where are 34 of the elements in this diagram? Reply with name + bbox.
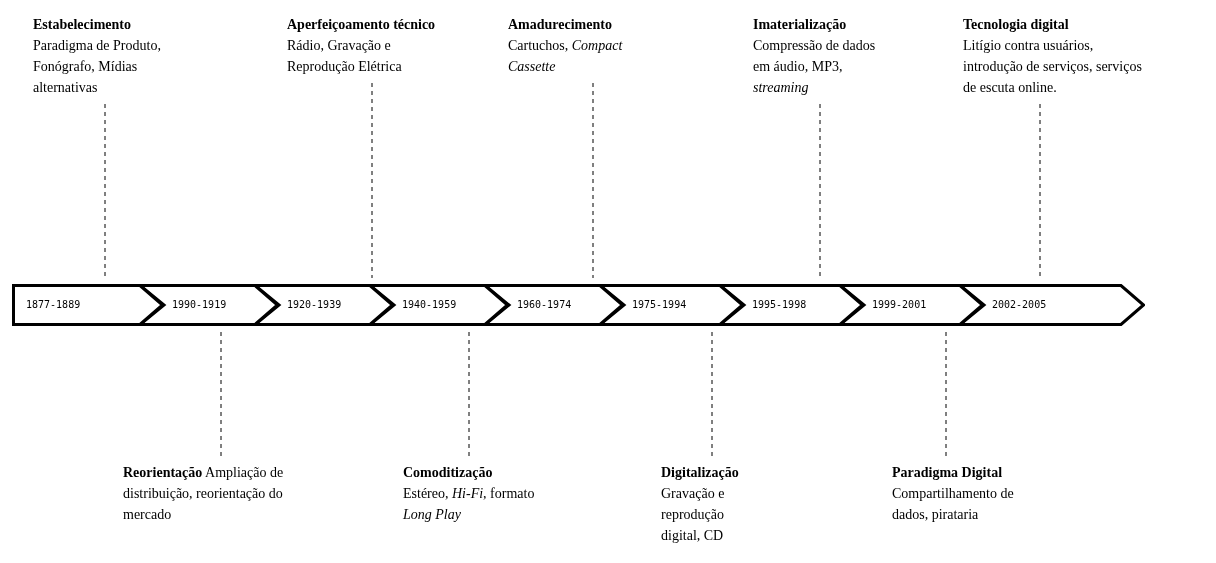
period-label: 2002-2005 [992, 298, 1047, 312]
period-label: 1920-1939 [287, 298, 342, 312]
phase-heading: Amadurecimento [508, 16, 613, 34]
dashed-connector [711, 331, 713, 457]
phase-heading: Paradigma Digital [892, 464, 1004, 482]
dashed-connector [1039, 103, 1041, 279]
phase-description: Compressão de dados em áudio, MP3, streaming [753, 37, 877, 97]
phase-heading: Aperfeiçoamento técnico [287, 16, 437, 34]
phase-description: Compartilhamento de dados, pirataria [892, 485, 1015, 524]
period-label: 1990-1919 [172, 298, 227, 312]
phase-heading: Tecnologia digital [963, 16, 1070, 34]
phase-heading: Imaterialização [753, 16, 848, 34]
dashed-connector [220, 331, 222, 457]
period-label: 1999-2001 [872, 298, 927, 312]
dashed-connector [945, 331, 947, 457]
phase-heading: Digitalização [661, 464, 740, 482]
dashed-connector [371, 82, 373, 279]
dashed-connector [819, 103, 821, 279]
phase-description: Estéreo, Hi-Fi, formato Long Play [403, 485, 536, 524]
phase-description: Cartuchos, Compact Cassette [508, 37, 624, 76]
chevron-shape [12, 284, 164, 326]
phase-description: Gravação e reprodução digital, CD [661, 485, 726, 545]
phase-description: Reorientação Ampliação de distribuição, reorientação do mercado [123, 464, 285, 524]
dashed-connector [468, 331, 470, 457]
phase-description: Paradigma de Produto, Fonógrafo, Mídias alternativas [33, 37, 162, 97]
phase-heading: Estabelecimento [33, 16, 132, 34]
phase-description: Litígio contra usuários, introdução de serviços, serviços de escuta online. [963, 37, 1143, 97]
dashed-connector [104, 103, 106, 279]
period-label: 1940-1959 [402, 298, 457, 312]
phase-description: Rádio, Gravação e Reprodução Elétrica [287, 37, 403, 76]
dashed-connector [592, 82, 594, 279]
period-label: 1877-1889 [26, 298, 81, 312]
chevron-shape [960, 284, 1145, 326]
phase-heading: Comoditização [403, 464, 494, 482]
